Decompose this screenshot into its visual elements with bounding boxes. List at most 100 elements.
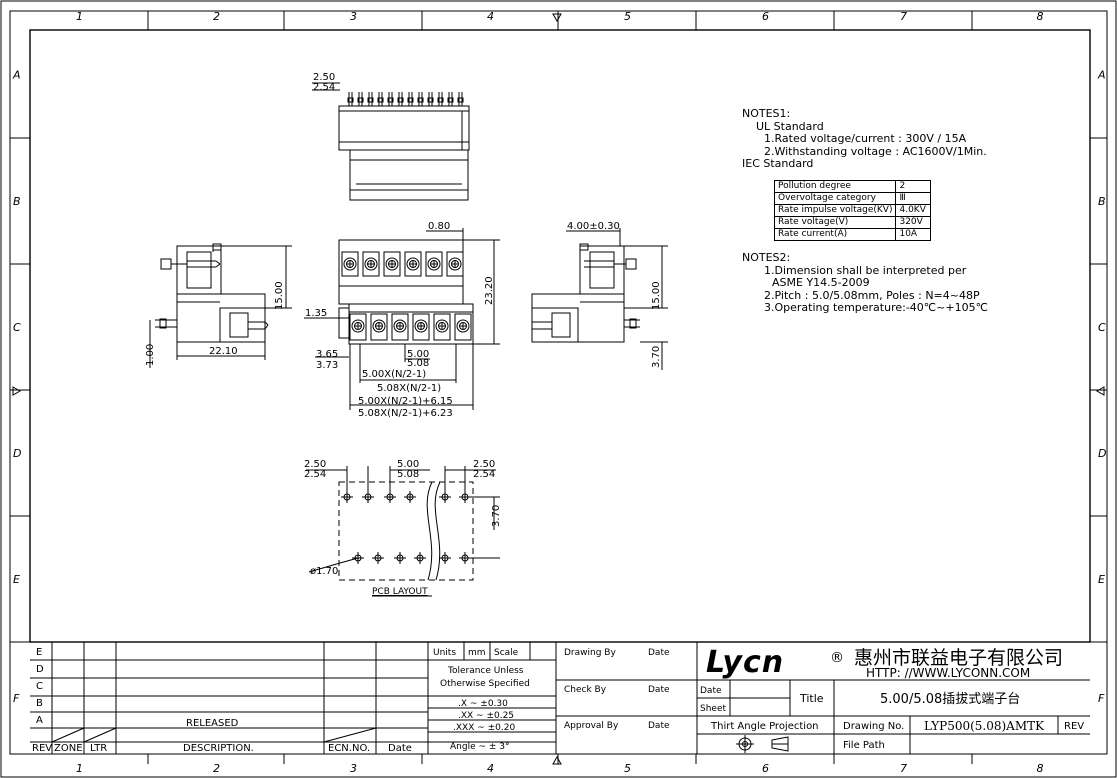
dim-front-offset-b: 3.73 xyxy=(316,360,338,371)
zone-column-label: 4 xyxy=(487,10,494,23)
zone-column-label: 8 xyxy=(1037,10,1044,23)
dim-top-pitch-a: 2.50 xyxy=(313,72,335,83)
spec-value: Ⅲ xyxy=(895,192,932,205)
spec-table-row: Rate voltage(V)320V xyxy=(773,216,932,229)
tolerance-line2: Otherwise Specified xyxy=(440,679,530,689)
sheet-label: Sheet xyxy=(700,704,726,714)
zone-column-label: 4 xyxy=(487,762,494,775)
check-by-label: Check By xyxy=(564,685,607,695)
dim-right-bottom: 3.70 xyxy=(651,346,662,368)
zone-column-label: 8 xyxy=(1037,762,1044,775)
spec-label: Overvoltage category xyxy=(773,192,897,205)
drawing-no-label: Drawing No. xyxy=(843,721,904,732)
scale-label: Scale xyxy=(494,648,519,658)
dim-right-top: 4.00±0.30 xyxy=(567,221,620,232)
revision-row-label: E xyxy=(36,647,42,658)
revision-row-label: A xyxy=(36,715,43,726)
tolerance-xx: .XX ~ ±0.25 xyxy=(458,711,514,721)
dim-pcb-left-b: 2.54 xyxy=(304,469,326,480)
zone-row-label: C xyxy=(1098,321,1106,334)
zone-row-label: A xyxy=(1097,69,1106,82)
note-dimension: 1.Dimension shall be interpreted per xyxy=(764,263,967,277)
notes2-title: NOTES2: xyxy=(742,251,791,264)
zone-header: ZONE xyxy=(54,743,83,754)
zone-column-label: 5 xyxy=(624,762,631,775)
front-view-drawing xyxy=(304,228,500,410)
registered-mark: ® xyxy=(830,650,844,666)
date-header: Date xyxy=(388,743,412,754)
dim-pcb-right-b: 2.54 xyxy=(473,469,495,480)
drawing-by-label: Drawing By xyxy=(564,648,616,658)
dim-total-a: 5.00X(N/2-1)+6.15 xyxy=(358,396,453,407)
zone-column-label: 1 xyxy=(76,762,83,775)
dim-pcb-row: 3.70 xyxy=(491,505,502,527)
center-mark-bottom xyxy=(552,755,562,765)
zone-column-label: 2 xyxy=(213,762,220,775)
spec-label: Rate impulse voltage(KV) xyxy=(773,204,897,217)
tolerance-line1: Tolerance Unless xyxy=(447,666,524,676)
notes-block: NOTES1: UL Standard 1.Rated voltage/curr… xyxy=(742,107,987,171)
zone-column-label: 3 xyxy=(350,10,357,23)
notes1-title: NOTES1: xyxy=(742,107,791,120)
pcb-layout-label: PCB LAYOUT xyxy=(372,587,428,597)
ul-standard: UL Standard xyxy=(756,119,824,133)
center-mark-top xyxy=(552,13,562,23)
zone-row-label: E xyxy=(13,573,20,586)
note-rated-voltage: 1.Rated voltage/current : 300V / 15A xyxy=(764,132,967,145)
dim-pitch-a: 5.00 xyxy=(407,349,429,360)
dim-pcb-hole: ø1.70 xyxy=(310,566,338,577)
title-value: 5.00/5.08插拔式端子台 xyxy=(880,692,1020,707)
zone-row-label: A xyxy=(12,69,21,82)
revision-row-label: C xyxy=(36,681,43,692)
dim-front-offset-a: 3.65 xyxy=(316,349,338,360)
zone-row-label: D xyxy=(1098,447,1106,460)
description-header: DESCRIPTION. xyxy=(183,743,254,754)
zone-column-label: 7 xyxy=(900,762,907,775)
title-block xyxy=(30,641,1090,755)
zone-row-label: F xyxy=(13,692,20,705)
notes2-block: NOTES2: 1.Dimension shall be interpreted… xyxy=(742,251,988,315)
dim-side-offset: 1.00 xyxy=(145,344,156,366)
dim-total-b: 5.08X(N/2-1)+6.23 xyxy=(358,408,453,419)
drawing-no-value: LYP500(5.08)AMTK xyxy=(924,719,1045,733)
zone-row-label: B xyxy=(1098,195,1106,208)
zone-column-label: 1 xyxy=(76,10,83,23)
top-view-drawing xyxy=(312,82,470,201)
dim-pcb-pitch-a: 5.00 xyxy=(397,459,419,470)
dim-len-a: 5.00X(N/2-1) xyxy=(362,369,426,380)
zone-row-label: D xyxy=(13,447,21,460)
dim-pcb-right-a: 2.50 xyxy=(473,459,495,470)
company-name: 惠州市联益电子有限公司 xyxy=(854,647,1063,669)
note-asme: ASME Y14.5-2009 xyxy=(772,276,870,289)
revision-row-label: B xyxy=(36,698,43,709)
spec-value: 10A xyxy=(895,228,932,241)
tolerance-x: .X ~ ±0.30 xyxy=(458,699,508,709)
zone-row-label: F xyxy=(1098,692,1105,705)
note-pitch: 2.Pitch : 5.0/5.08mm, Poles : N=4~48P xyxy=(764,288,980,302)
approval-by-label: Approval By xyxy=(564,721,619,731)
zone-column-label: 6 xyxy=(762,10,769,23)
pcb-layout-drawing xyxy=(306,466,500,581)
dim-pcb-pitch-b: 5.08 xyxy=(397,469,419,480)
spec-table-row: Rate current(A)10A xyxy=(773,228,932,241)
approval-by-date: Date xyxy=(648,721,670,731)
check-by-date: Date xyxy=(648,685,670,695)
spec-value: 320V xyxy=(895,216,932,229)
dim-front-height: 23.20 xyxy=(484,276,495,305)
right-side-view-drawing xyxy=(531,228,668,370)
spec-value: 2 xyxy=(895,180,932,193)
released-label: RELEASED xyxy=(186,718,239,729)
left-side-view-drawing xyxy=(149,243,292,368)
zone-column-label: 3 xyxy=(350,762,357,775)
iec-standard: IEC Standard xyxy=(742,157,814,170)
spec-value: 4.0KV xyxy=(895,204,932,217)
dim-front-left: 1.35 xyxy=(305,308,327,319)
rev-header: REV xyxy=(32,743,52,754)
drawing-by-date: Date xyxy=(648,648,670,658)
projection-symbol-icon xyxy=(736,735,789,753)
dim-len-b: 5.08X(N/2-1) xyxy=(377,383,441,394)
